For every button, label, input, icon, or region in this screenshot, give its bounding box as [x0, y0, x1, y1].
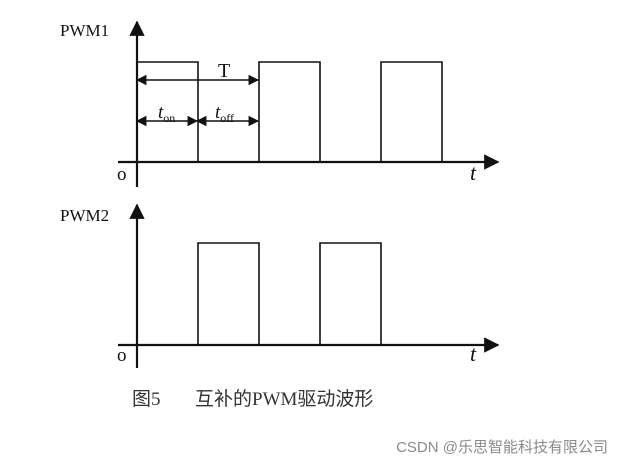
t-off-symbol: t	[215, 102, 221, 123]
watermark: CSDN @乐思智能科技有限公司	[396, 438, 608, 456]
pwm1-time-label: t	[470, 160, 477, 185]
pwm2-time-label: t	[470, 341, 477, 366]
t-off-label: toff	[215, 102, 234, 125]
t-on-subscript: on	[163, 111, 175, 125]
pwm1-axes	[118, 20, 500, 187]
caption-text: 互补的PWM驱动波形	[195, 388, 373, 410]
pwm2-waveform	[197, 242, 382, 345]
period-label: T	[218, 60, 230, 82]
t-on-symbol: t	[158, 102, 164, 123]
t-on-label: ton	[158, 102, 175, 125]
pwm2-label: PWM2	[60, 206, 109, 225]
timing-annotations	[135, 74, 260, 127]
pwm1-origin-label: o	[117, 164, 127, 185]
pwm1-waveform	[136, 61, 443, 162]
pwm2-origin-label: o	[117, 345, 127, 366]
pwm1-label: PWM1	[60, 21, 109, 40]
t-off-subscript: off	[220, 111, 234, 125]
caption-number: 图5	[132, 389, 161, 410]
pwm2-axes	[118, 203, 500, 368]
